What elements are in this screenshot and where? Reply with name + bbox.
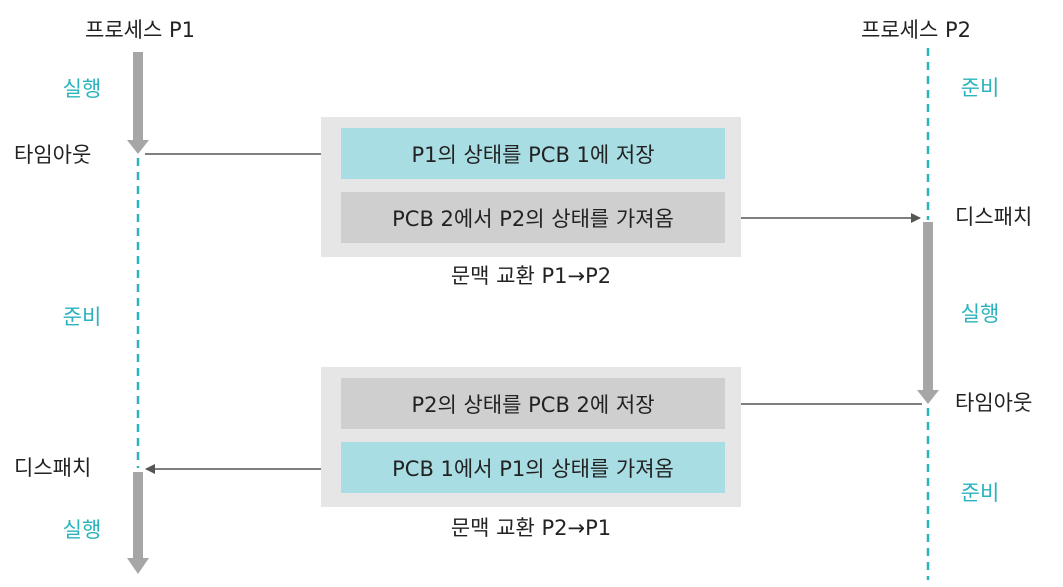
load-p2-state-box: PCB 2에서 P2의 상태를 가져옴: [341, 192, 725, 243]
p2-running-bar: [917, 222, 939, 404]
p1-running-bar-bottom: [127, 472, 149, 574]
p1-state-dispatch: 디스패치: [14, 456, 92, 480]
context-switch-2-caption: 문맥 교환 P2→P1: [450, 516, 612, 540]
context-switch-1-group: P1의 상태를 PCB 1에 저장 PCB 2에서 P2의 상태를 가져옴: [321, 117, 741, 257]
save-p2-state-box: P2의 상태를 PCB 2에 저장: [341, 378, 725, 429]
p2-state-ready-top: 준비: [960, 76, 1000, 100]
context-switch-1-caption: 문맥 교환 P1→P2: [450, 264, 612, 288]
save-p1-state-box: P1의 상태를 PCB 1에 저장: [341, 128, 725, 179]
p1-state-timeout: 타임아웃: [14, 143, 92, 167]
p2-state-timeout: 타임아웃: [955, 391, 1033, 415]
p1-running-bar-top: [127, 52, 149, 154]
p1-state-ready: 준비: [62, 305, 102, 329]
p2-title: 프로세스 P2: [861, 18, 971, 42]
p2-state-ready-bottom: 준비: [960, 481, 1000, 505]
context-switch-2-group: P2의 상태를 PCB 2에 저장 PCB 1에서 P1의 상태를 가져옴: [321, 367, 741, 507]
p2-state-dispatch: 디스패치: [955, 205, 1033, 229]
p1-state-run-top: 실행: [62, 77, 102, 101]
load-p1-state-box: PCB 1에서 P1의 상태를 가져옴: [341, 442, 725, 493]
p2-state-run: 실행: [960, 302, 1000, 326]
p1-state-run-bottom: 실행: [62, 518, 102, 542]
p1-title: 프로세스 P1: [85, 18, 195, 42]
